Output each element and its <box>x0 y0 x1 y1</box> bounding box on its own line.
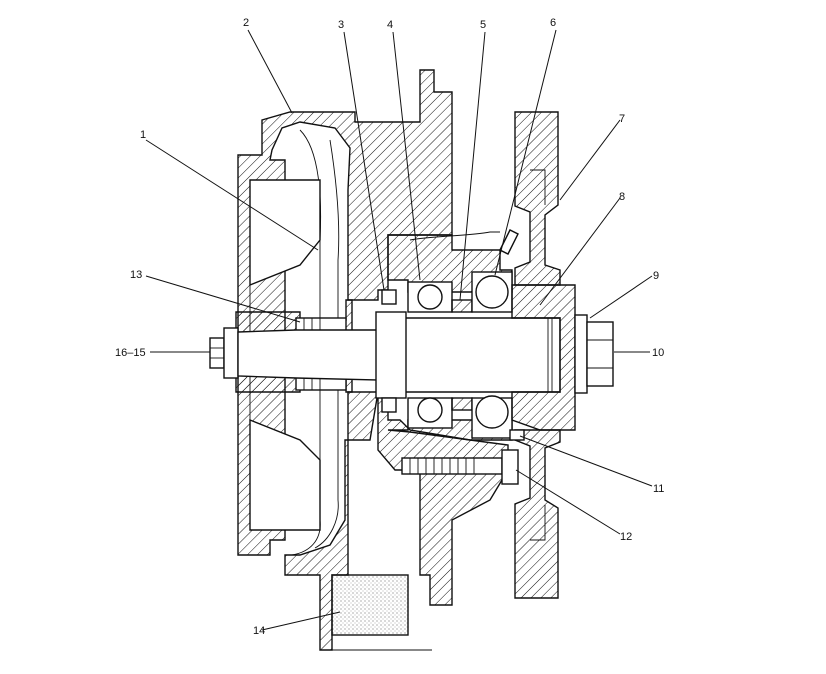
impeller-nut <box>209 327 239 379</box>
mounting-bolt <box>401 449 519 485</box>
leader-5 <box>459 31 486 301</box>
pulley-washer <box>574 314 588 394</box>
leader-9 <box>589 275 653 319</box>
leader-6 <box>494 29 557 276</box>
callout-8: 8 <box>619 191 625 203</box>
callout-16-15: 16–15 <box>115 347 146 359</box>
callout-7: 7 <box>619 113 625 125</box>
callout-14: 14 <box>253 625 265 637</box>
grease-fitting <box>499 229 519 255</box>
callout-2: 2 <box>243 17 249 29</box>
inlet-port <box>320 574 432 651</box>
callout-11: 11 <box>653 483 664 495</box>
leader-1 <box>145 139 319 251</box>
leader-7 <box>559 119 621 201</box>
leader-lines <box>145 29 653 631</box>
leader-14 <box>261 611 341 631</box>
front-bearing <box>407 281 453 429</box>
callout-9: 9 <box>653 270 659 282</box>
pulley <box>514 111 561 599</box>
callout-3: 3 <box>338 19 344 31</box>
pulley-nut <box>586 321 614 387</box>
callout-10: 10 <box>652 347 664 359</box>
callout-13: 13 <box>130 269 142 281</box>
callout-1: 1 <box>140 129 146 141</box>
leader-13 <box>145 275 301 323</box>
leader-12 <box>515 469 621 535</box>
leader-11 <box>519 435 653 487</box>
callout-labels: 1 2 3 4 5 6 7 8 9 10 11 12 13 14 16–15 <box>115 17 664 637</box>
rear-bearing <box>471 271 513 439</box>
leader-2 <box>247 29 293 114</box>
leader-8 <box>539 197 621 306</box>
callout-5: 5 <box>480 19 486 31</box>
leader-4 <box>392 31 421 281</box>
bearing-seal-ring <box>509 429 525 441</box>
callout-12: 12 <box>620 531 632 543</box>
callout-6: 6 <box>550 17 556 29</box>
leader-3 <box>343 31 385 291</box>
pulley-hub <box>511 284 576 431</box>
callout-4: 4 <box>387 19 393 31</box>
pump-shaft <box>237 311 561 399</box>
retaining-ring <box>381 289 397 413</box>
